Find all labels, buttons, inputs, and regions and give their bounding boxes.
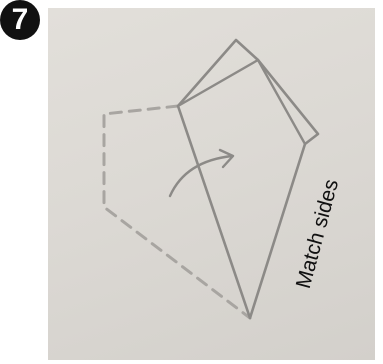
dashed-original-flap-outline (104, 106, 250, 318)
right-fold-line (258, 60, 305, 144)
top-fold-line (178, 60, 258, 106)
